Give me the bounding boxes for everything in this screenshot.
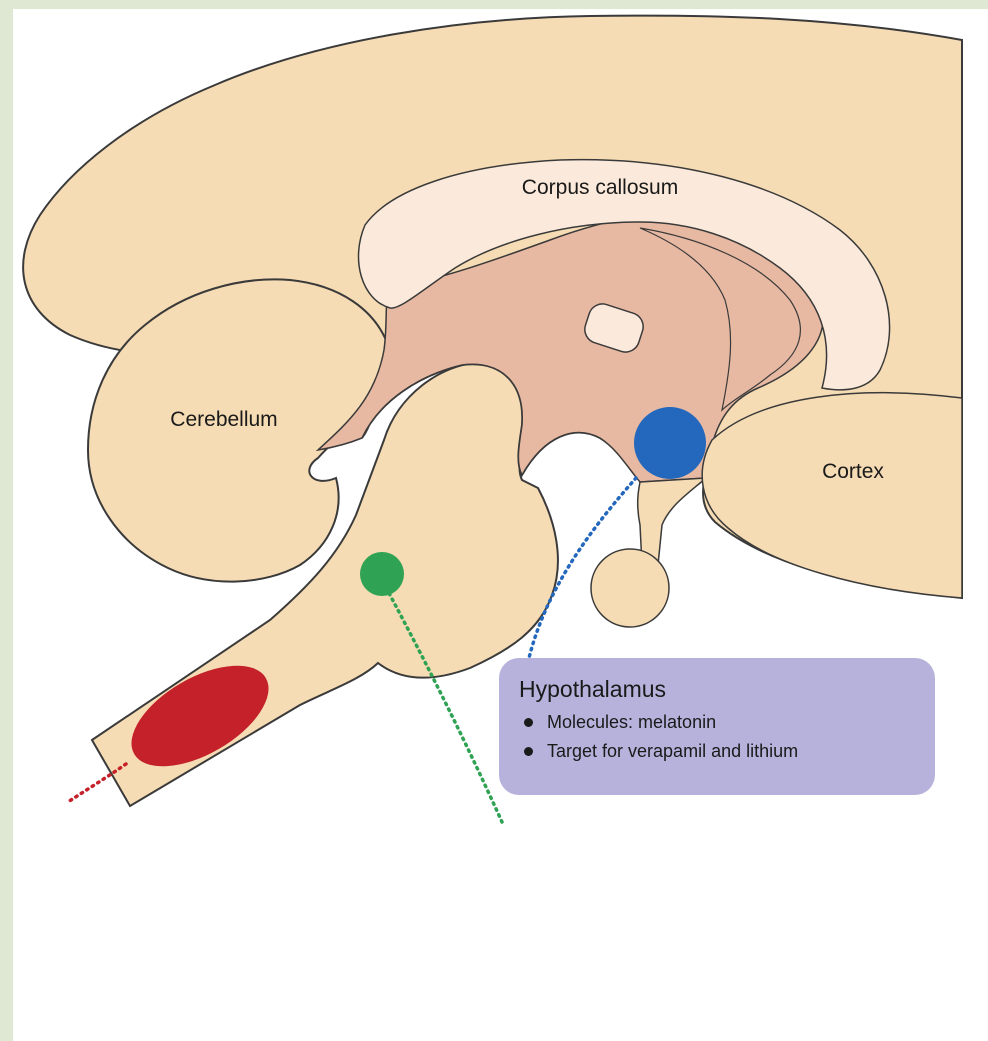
info-card-item: Molecules: melatonin <box>519 708 917 737</box>
hypothalamus-info-card: Hypothalamus Molecules: melatonin Target… <box>499 658 935 795</box>
info-card-item-text: Molecules: melatonin <box>547 712 716 732</box>
corpus-callosum-label: Corpus callosum <box>522 176 678 199</box>
info-card-item: Target for verapamil and lithium <box>519 737 917 766</box>
brainstem-marker <box>360 552 404 596</box>
cortex-label: Cortex <box>822 460 884 483</box>
info-card-title: Hypothalamus <box>519 674 917 704</box>
pituitary-stalk <box>638 478 706 565</box>
pituitary-gland <box>591 549 669 627</box>
cerebellum-label: Cerebellum <box>170 408 277 431</box>
info-card-item-text: Target for verapamil and lithium <box>547 741 798 761</box>
hypothalamus-marker <box>634 407 706 479</box>
bullet-icon <box>524 718 533 727</box>
info-card-list: Molecules: melatonin Target for verapami… <box>519 708 917 766</box>
bullet-icon <box>524 747 533 756</box>
frontal-cortex-shape <box>702 393 962 598</box>
